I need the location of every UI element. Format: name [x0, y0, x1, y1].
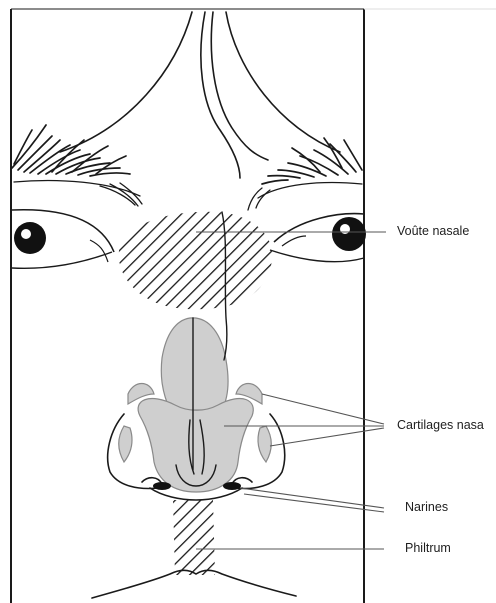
nasal-vault-hatched-area	[119, 212, 272, 310]
philtrum-hatched-area	[173, 500, 215, 575]
left-eye	[12, 210, 114, 269]
forehead-lines	[60, 12, 340, 178]
label-narines: Narines	[405, 500, 448, 514]
label-cartilages-nasaux: Cartilages nasa	[397, 418, 484, 432]
left-eyebrow	[12, 125, 130, 176]
leader-cartilages-3	[270, 428, 384, 446]
leader-cartilages-1	[262, 394, 384, 424]
label-voute-nasale: Voûte nasale	[397, 224, 469, 238]
brow-crease-lines	[14, 181, 362, 210]
leader-narines-1	[240, 488, 384, 508]
right-eyebrow	[262, 138, 362, 184]
label-philtrum: Philtrum	[405, 541, 451, 555]
nasal-cartilages	[119, 318, 272, 492]
right-eye	[270, 214, 366, 262]
